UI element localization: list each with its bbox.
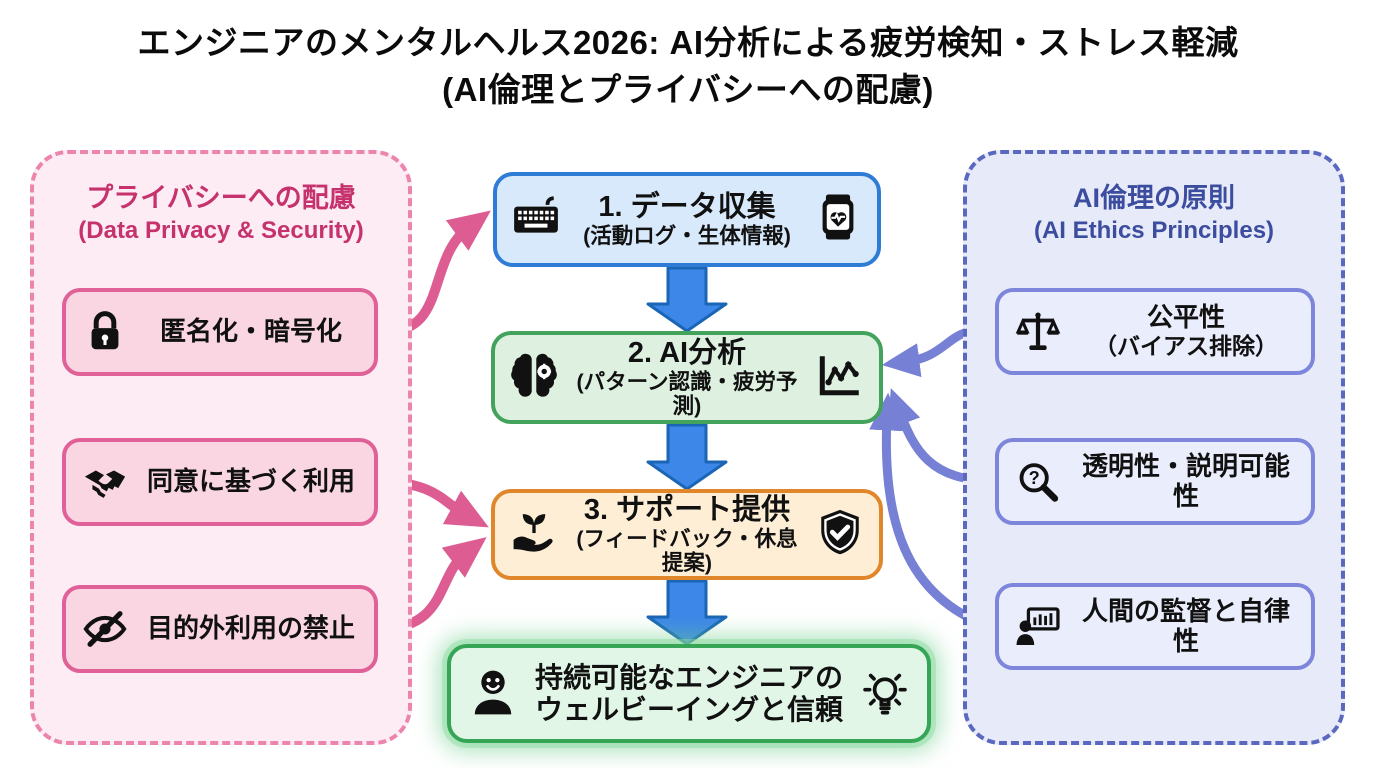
scales-icon (1015, 309, 1061, 355)
step-sublabel: (活動ログ・生体情報) (583, 223, 791, 248)
step-text: 3. サポート提供 (フィードバック・休息提案) (567, 494, 807, 575)
keyboard-icon (511, 192, 561, 247)
privacy-card-anonymization: 匿名化・暗号化 (62, 288, 378, 376)
privacy-card-consent: 同意に基づく利用 (62, 438, 378, 526)
magnifier-question-icon: ? (1015, 459, 1061, 505)
title-line-1: エンジニアのメンタルヘルス2026: AI分析による疲労検知・ストレス軽減 (137, 24, 1239, 61)
smartwatch-heart-icon (813, 192, 863, 247)
step-data-collection: 1. データ収集 (活動ログ・生体情報) (493, 172, 881, 267)
privacy-card-label: 同意に基づく利用 (146, 466, 355, 497)
person-monitor-icon (1015, 604, 1061, 650)
page-title: エンジニアのメンタルヘルス2026: AI分析による疲労検知・ストレス軽減 (A… (0, 20, 1376, 114)
lock-icon (82, 309, 128, 355)
step-support: 3. サポート提供 (フィードバック・休息提案) (491, 489, 883, 580)
down-arrow-2 (646, 423, 728, 491)
step-text: 1. データ収集 (活動ログ・生体情報) (569, 191, 805, 248)
step-label: 3. サポート提供 (583, 494, 791, 527)
ethics-card-fairness: 公平性 （バイアス排除） (995, 288, 1315, 375)
flow-down-arrows (646, 266, 728, 646)
line-chart-icon (815, 350, 865, 405)
handshake-icon (82, 459, 128, 505)
privacy-card-label: 目的外利用の禁止 (146, 613, 355, 644)
title-line-2: (AI倫理とプライバシーへの配慮) (442, 70, 934, 108)
ethics-card-label: 公平性 (1146, 302, 1225, 333)
privacy-card-purpose-limit: 目的外利用の禁止 (62, 585, 378, 673)
step-sublabel: (パターン認識・疲労予測) (576, 369, 798, 418)
step-sublabel: (フィードバック・休息提案) (576, 526, 798, 575)
privacy-panel-title: プライバシーへの配慮 (86, 183, 356, 213)
privacy-panel-subtitle: (Data Privacy & Security) (78, 217, 364, 244)
result-line-1: 持続可能なエンジニアの (534, 662, 843, 694)
down-arrow-3 (646, 579, 728, 646)
result-wellbeing: 持続可能なエンジニアの ウェルビーイングと信頼 (447, 644, 931, 743)
lightbulb-icon (859, 668, 911, 720)
shield-check-icon (815, 507, 865, 562)
result-text: 持続可能なエンジニアの ウェルビーイングと信頼 (525, 662, 853, 725)
step-text: 2. AI分析 (パターン認識・疲労予測) (567, 337, 807, 418)
hand-plant-icon (509, 507, 559, 562)
ethics-card-transparency: ? 透明性・説明可能性 (995, 438, 1315, 525)
brain-icon (509, 350, 559, 405)
svg-text:?: ? (1029, 467, 1040, 487)
ethics-card-sublabel: （バイアス排除） (1094, 333, 1278, 360)
eye-slash-icon (82, 606, 128, 652)
ethics-card-label: 人間の監督と自律性 (1081, 595, 1290, 656)
ethics-card-label: 透明性・説明可能性 (1081, 450, 1290, 511)
ethics-panel-title: AI倫理の原則 (1073, 183, 1235, 213)
person-smile-icon (467, 668, 519, 720)
privacy-card-label: 匿名化・暗号化 (159, 316, 342, 347)
step-label: 2. AI分析 (627, 337, 747, 370)
down-arrow-1 (646, 266, 728, 333)
result-line-2: ウェルビーイングと信頼 (534, 693, 843, 725)
ethics-panel-subtitle: (AI Ethics Principles) (1033, 217, 1275, 244)
ethics-card-text: 公平性 （バイアス排除） (1077, 302, 1295, 360)
ethics-card-oversight: 人間の監督と自律性 (995, 583, 1315, 670)
step-ai-analysis: 2. AI分析 (パターン認識・疲労予測) (491, 331, 883, 424)
step-label: 1. データ収集 (598, 191, 776, 224)
